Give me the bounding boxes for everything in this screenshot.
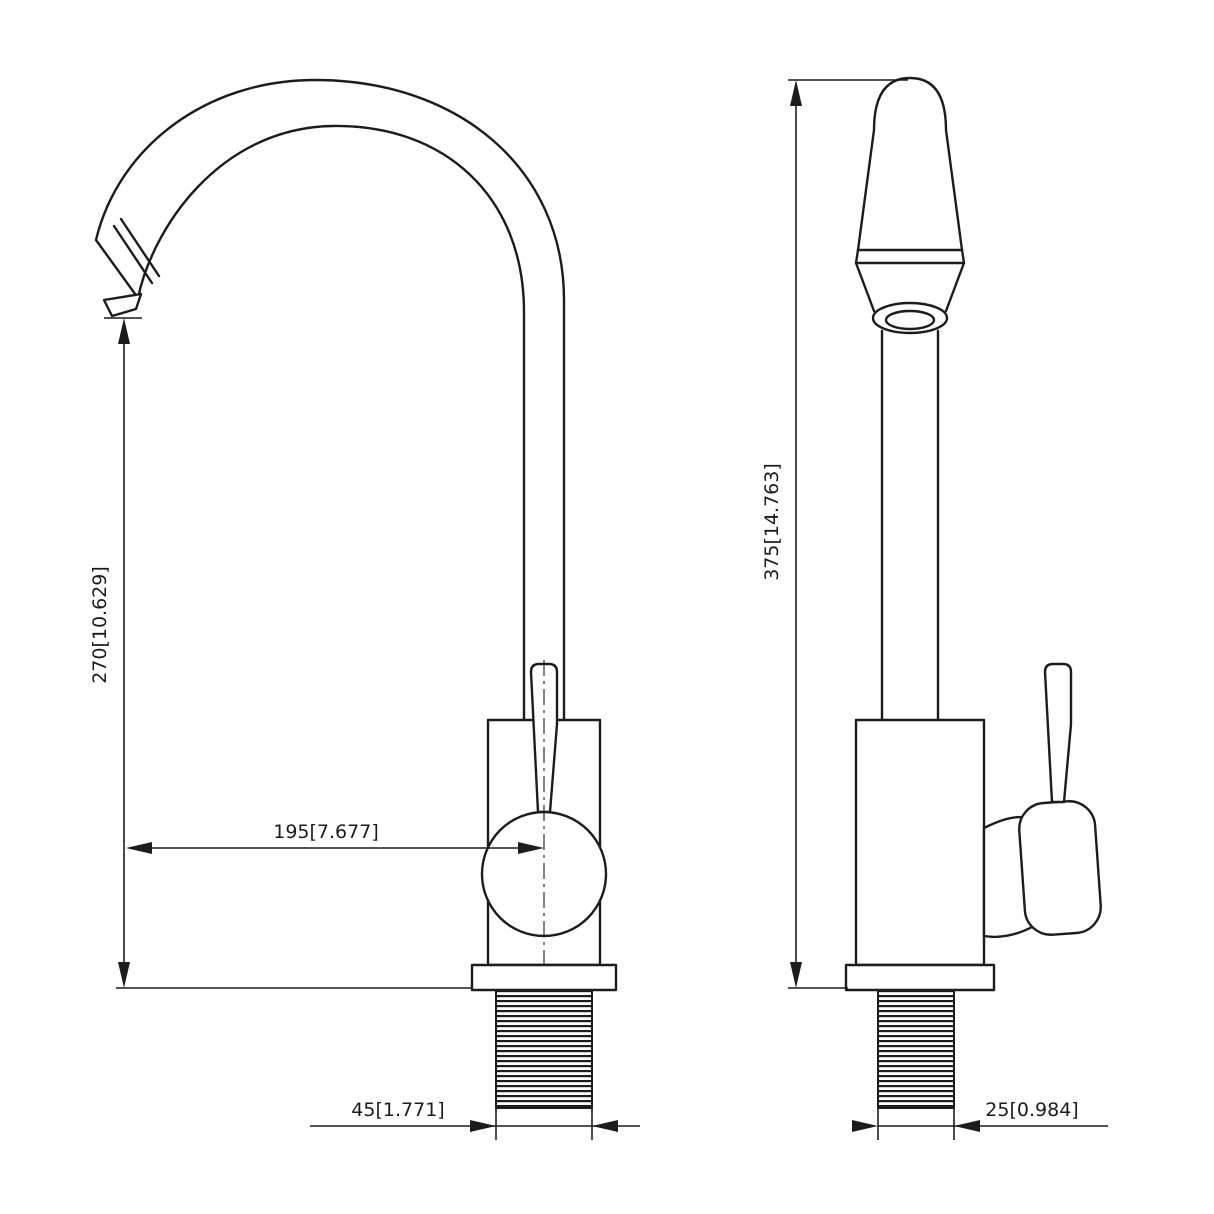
spout-aerator-nub [102, 292, 143, 318]
dim-spout-height-label: 270[10.629] [89, 566, 111, 684]
spray-head-taper [854, 261, 966, 313]
spout-tip-face [94, 238, 140, 300]
outlet-inner-ellipse [884, 309, 936, 331]
dim-overall-height-arrow-up [790, 80, 802, 106]
dim-overall-height-label: 375[14.763] [761, 463, 783, 581]
dim-spout-reach-label: 195[7.677] [273, 821, 378, 843]
spout-outer-curve [94, 78, 566, 724]
dim-spout-height-arrow-up [118, 318, 130, 344]
spout-tip-band-line-2 [119, 217, 161, 278]
handle-lever-side [529, 662, 559, 814]
spray-head-ring-lower [854, 248, 966, 265]
dim-overall-height-arrow-down [790, 962, 802, 988]
mounting-base-front [844, 963, 996, 992]
dim-base-width-front-label: 25[0.984] [985, 1099, 1078, 1121]
front-view [844, 76, 1102, 1109]
spout-inner-curve [136, 124, 526, 724]
dim-base-width-side-arrow-right [592, 1120, 618, 1132]
dim-base-width-side-label: 45[1.771] [351, 1099, 444, 1121]
side-view [94, 78, 618, 1109]
faucet-body-front [854, 718, 986, 967]
riser-pipe [880, 329, 940, 722]
mounting-base-side [470, 963, 618, 992]
spray-head-dome [856, 76, 964, 252]
handle-grip [1018, 800, 1102, 936]
dim-spout-reach-arrow-left [126, 842, 152, 854]
dim-spout-height-arrow-down [118, 962, 130, 988]
handle-lever-front [1043, 662, 1073, 804]
threaded-shank-side [495, 989, 593, 1109]
threaded-shank-front [877, 989, 955, 1109]
dim-base-width-front-arrow-left [852, 1120, 878, 1132]
side-view-dimensions: 270[10.629] 195[7.677] 45[1.771] [89, 317, 640, 1140]
dim-base-width-side-arrow-left [470, 1120, 496, 1132]
dim-spout-reach-arrow-right [518, 842, 544, 854]
dim-base-width-front-arrow-right [954, 1120, 980, 1132]
spout-tip-band-line-1 [112, 224, 154, 285]
front-view-dimensions: 375[14.763] 25[0.984] [761, 79, 1108, 1140]
